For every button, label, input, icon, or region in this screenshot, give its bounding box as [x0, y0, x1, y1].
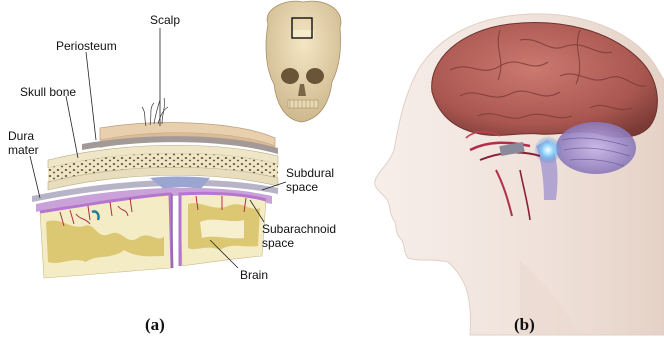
label-subarachnoid-line2: space — [262, 236, 294, 250]
label-dura-line1: Dura — [8, 129, 34, 143]
highlight-glow — [534, 136, 562, 164]
label-brain: Brain — [240, 268, 268, 282]
meninges-cross-section — [32, 98, 278, 278]
skull-inset-icon — [266, 1, 341, 122]
caption-b: (b) — [514, 315, 535, 334]
cerebellum — [556, 122, 636, 174]
label-subdural-line2: space — [286, 180, 318, 194]
panel-a: Scalp Periosteum Skull bone Dura mater S… — [8, 1, 341, 334]
label-subdural-line1: Subdural — [286, 166, 334, 180]
label-dura-line2: mater — [8, 143, 39, 157]
label-subarachnoid-line1: Subarachnoid — [262, 222, 336, 236]
label-skull-bone: Skull bone — [20, 85, 76, 99]
caption-a: (a) — [145, 315, 165, 334]
label-scalp: Scalp — [150, 13, 180, 27]
panel-b: (b) — [375, 14, 664, 335]
hair-strands — [142, 98, 168, 126]
label-periosteum: Periosteum — [56, 39, 117, 53]
